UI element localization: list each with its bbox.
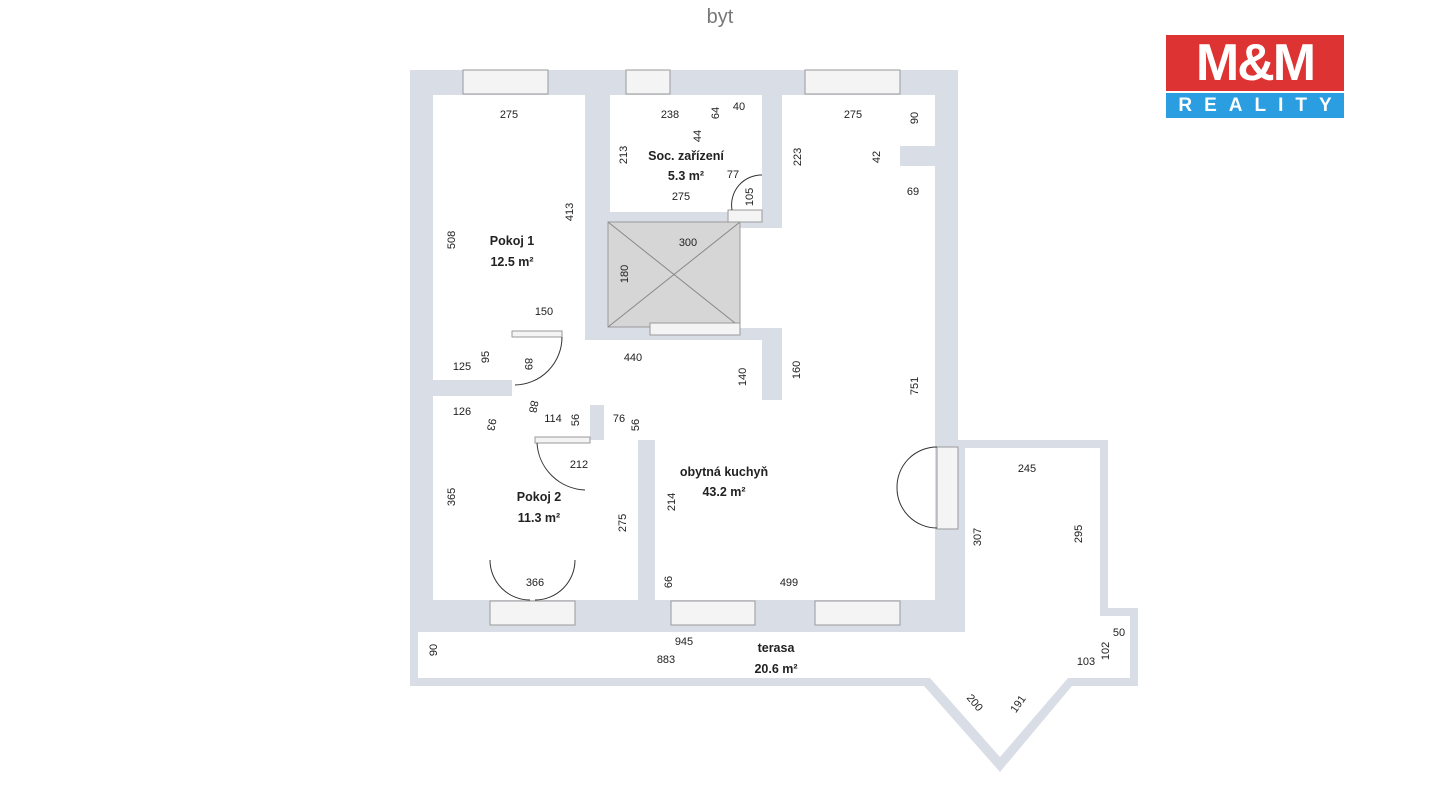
room-name: obytná kuchyň: [680, 465, 768, 479]
room-area: 12.5 m²: [490, 255, 533, 269]
room-kuchyn-lower: [655, 400, 935, 600]
dim: 413: [564, 203, 576, 221]
dim: 76: [613, 413, 625, 425]
dim: 275: [617, 514, 629, 532]
dim: 88: [526, 399, 540, 413]
wall-notch: [740, 95, 762, 125]
dim: 90: [909, 112, 921, 124]
room-name: Pokoj 2: [517, 490, 562, 504]
door-swings: [489, 174, 938, 601]
room-area: 20.6 m²: [754, 662, 797, 676]
dimensions: 275 238 40 64 275 90 213 44 77 105 223 4…: [428, 101, 1125, 715]
dim: 50: [1113, 627, 1125, 639]
dim: 90: [428, 644, 440, 656]
dim: 69: [907, 186, 919, 198]
dim: 126: [453, 406, 471, 418]
windows: [462, 69, 959, 626]
pillar: [590, 405, 604, 440]
room-area: 5.3 m²: [668, 169, 704, 183]
dim: 66: [663, 576, 675, 588]
dim: 103: [1077, 656, 1095, 668]
room-area: 43.2 m²: [702, 485, 745, 499]
shaft: [607, 221, 741, 328]
room-name: Pokoj 1: [490, 234, 535, 248]
dim: 56: [630, 419, 642, 431]
dim: 44: [692, 130, 704, 142]
dim: 212: [570, 459, 588, 471]
dim: 499: [780, 577, 798, 589]
terrace-floor: [418, 448, 1130, 757]
dim: 275: [672, 191, 690, 203]
logo-bottom: REALITY: [1166, 93, 1344, 118]
dim: 238: [661, 109, 679, 121]
dim: 508: [446, 231, 458, 249]
dim: 150: [535, 306, 553, 318]
dim: 105: [744, 188, 756, 206]
dim: 214: [666, 493, 678, 511]
dim: 275: [500, 109, 518, 121]
dim: 114: [544, 413, 562, 425]
dim: 440: [624, 352, 642, 364]
dim: 42: [871, 151, 883, 163]
dim: 180: [619, 265, 631, 283]
dim: 95: [480, 351, 492, 363]
logo-top: M&M: [1166, 35, 1344, 91]
room-name: terasa: [758, 641, 796, 655]
dim: 93: [484, 417, 498, 431]
dim: 77: [727, 169, 739, 181]
kuchyn-gap: [762, 418, 782, 600]
dim: 40: [733, 101, 745, 113]
room-soc-zarizeni: [610, 95, 762, 212]
dim: 751: [909, 377, 921, 395]
dim: 366: [526, 577, 544, 589]
room-name: Soc. zařízení: [648, 149, 724, 163]
plan-title: byt: [706, 6, 734, 28]
dim: 102: [1100, 642, 1112, 660]
dim: 883: [657, 654, 675, 666]
dim: 307: [972, 528, 984, 546]
hall-lower: [512, 340, 762, 400]
dim: 295: [1073, 525, 1085, 543]
chimney: [900, 146, 938, 166]
room-area: 11.3 m²: [518, 511, 560, 525]
dim: 300: [679, 237, 697, 249]
dim: 56: [570, 414, 582, 426]
dim: 64: [710, 107, 722, 119]
dim: 140: [737, 368, 749, 386]
mm-reality-logo: M&M REALITY: [1166, 35, 1344, 118]
dim: 245: [1018, 463, 1036, 475]
dim: 125: [453, 361, 471, 373]
dim: 213: [618, 146, 630, 164]
dim: 89: [522, 358, 534, 370]
dim: 223: [792, 148, 804, 166]
dim: 275: [844, 109, 862, 121]
dim: 365: [446, 488, 458, 506]
dim: 945: [675, 636, 693, 648]
hall-area: [740, 228, 782, 328]
dim: 160: [791, 361, 803, 379]
